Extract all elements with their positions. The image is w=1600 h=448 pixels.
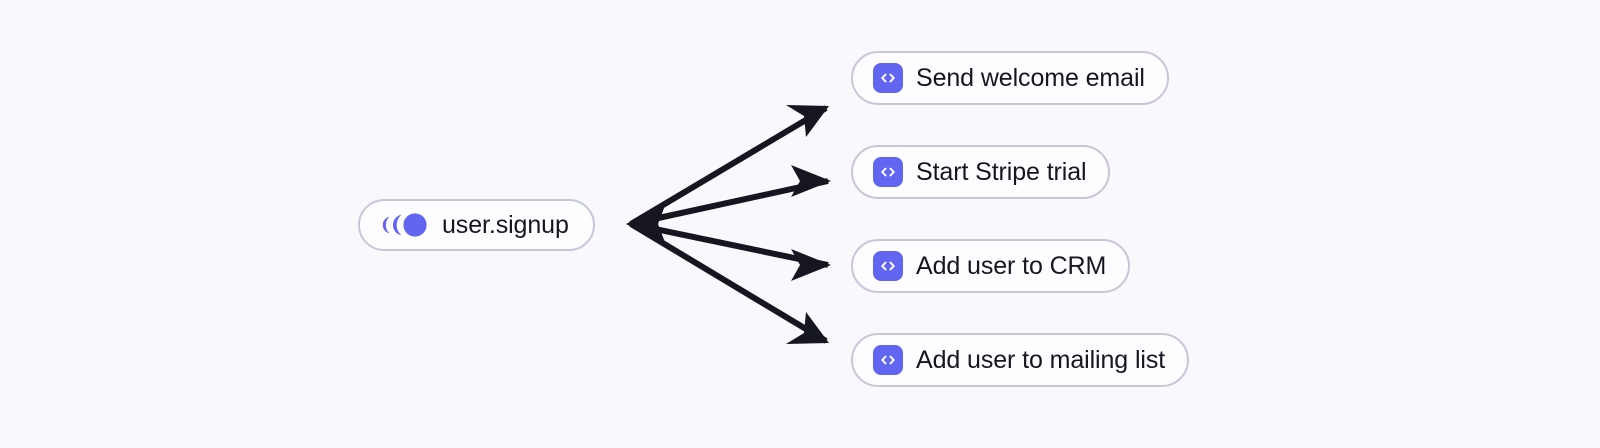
action-node-label: Send welcome email: [916, 63, 1145, 92]
trigger-node-user-signup[interactable]: user.signup: [358, 199, 595, 251]
broadcast-signal-icon: [382, 212, 428, 238]
action-node-start-stripe-trial[interactable]: Start Stripe trial: [851, 145, 1111, 199]
arrowhead-source: [626, 203, 666, 245]
edge-to-add-user-mailing: [629, 221, 828, 344]
arrowhead-add-user-mailing: [786, 312, 829, 344]
code-brackets-icon: [873, 345, 903, 375]
arrowhead-add-user-to-crm: [791, 249, 831, 281]
action-node-send-welcome-email[interactable]: Send welcome email: [851, 51, 1169, 105]
action-node-add-user-to-mailing-list[interactable]: Add user to mailing list: [851, 333, 1190, 387]
action-node-label: Add user to CRM: [916, 251, 1107, 280]
code-brackets-icon: [873, 157, 903, 187]
action-node-label: Start Stripe trial: [916, 157, 1087, 186]
code-brackets-icon: [873, 251, 903, 281]
trigger-node-label: user.signup: [442, 210, 569, 239]
edge-to-start-stripe-trial: [630, 178, 829, 227]
edge-to-send-welcome-email: [629, 105, 828, 227]
edge-to-add-user-to-crm: [630, 221, 829, 268]
arrowhead-send-welcome-email: [786, 105, 829, 137]
code-brackets-icon: [873, 63, 903, 93]
action-node-add-user-to-crm[interactable]: Add user to CRM: [851, 239, 1131, 293]
action-node-label: Add user to mailing list: [916, 345, 1166, 374]
arrowhead-start-stripe-trial: [791, 165, 831, 197]
